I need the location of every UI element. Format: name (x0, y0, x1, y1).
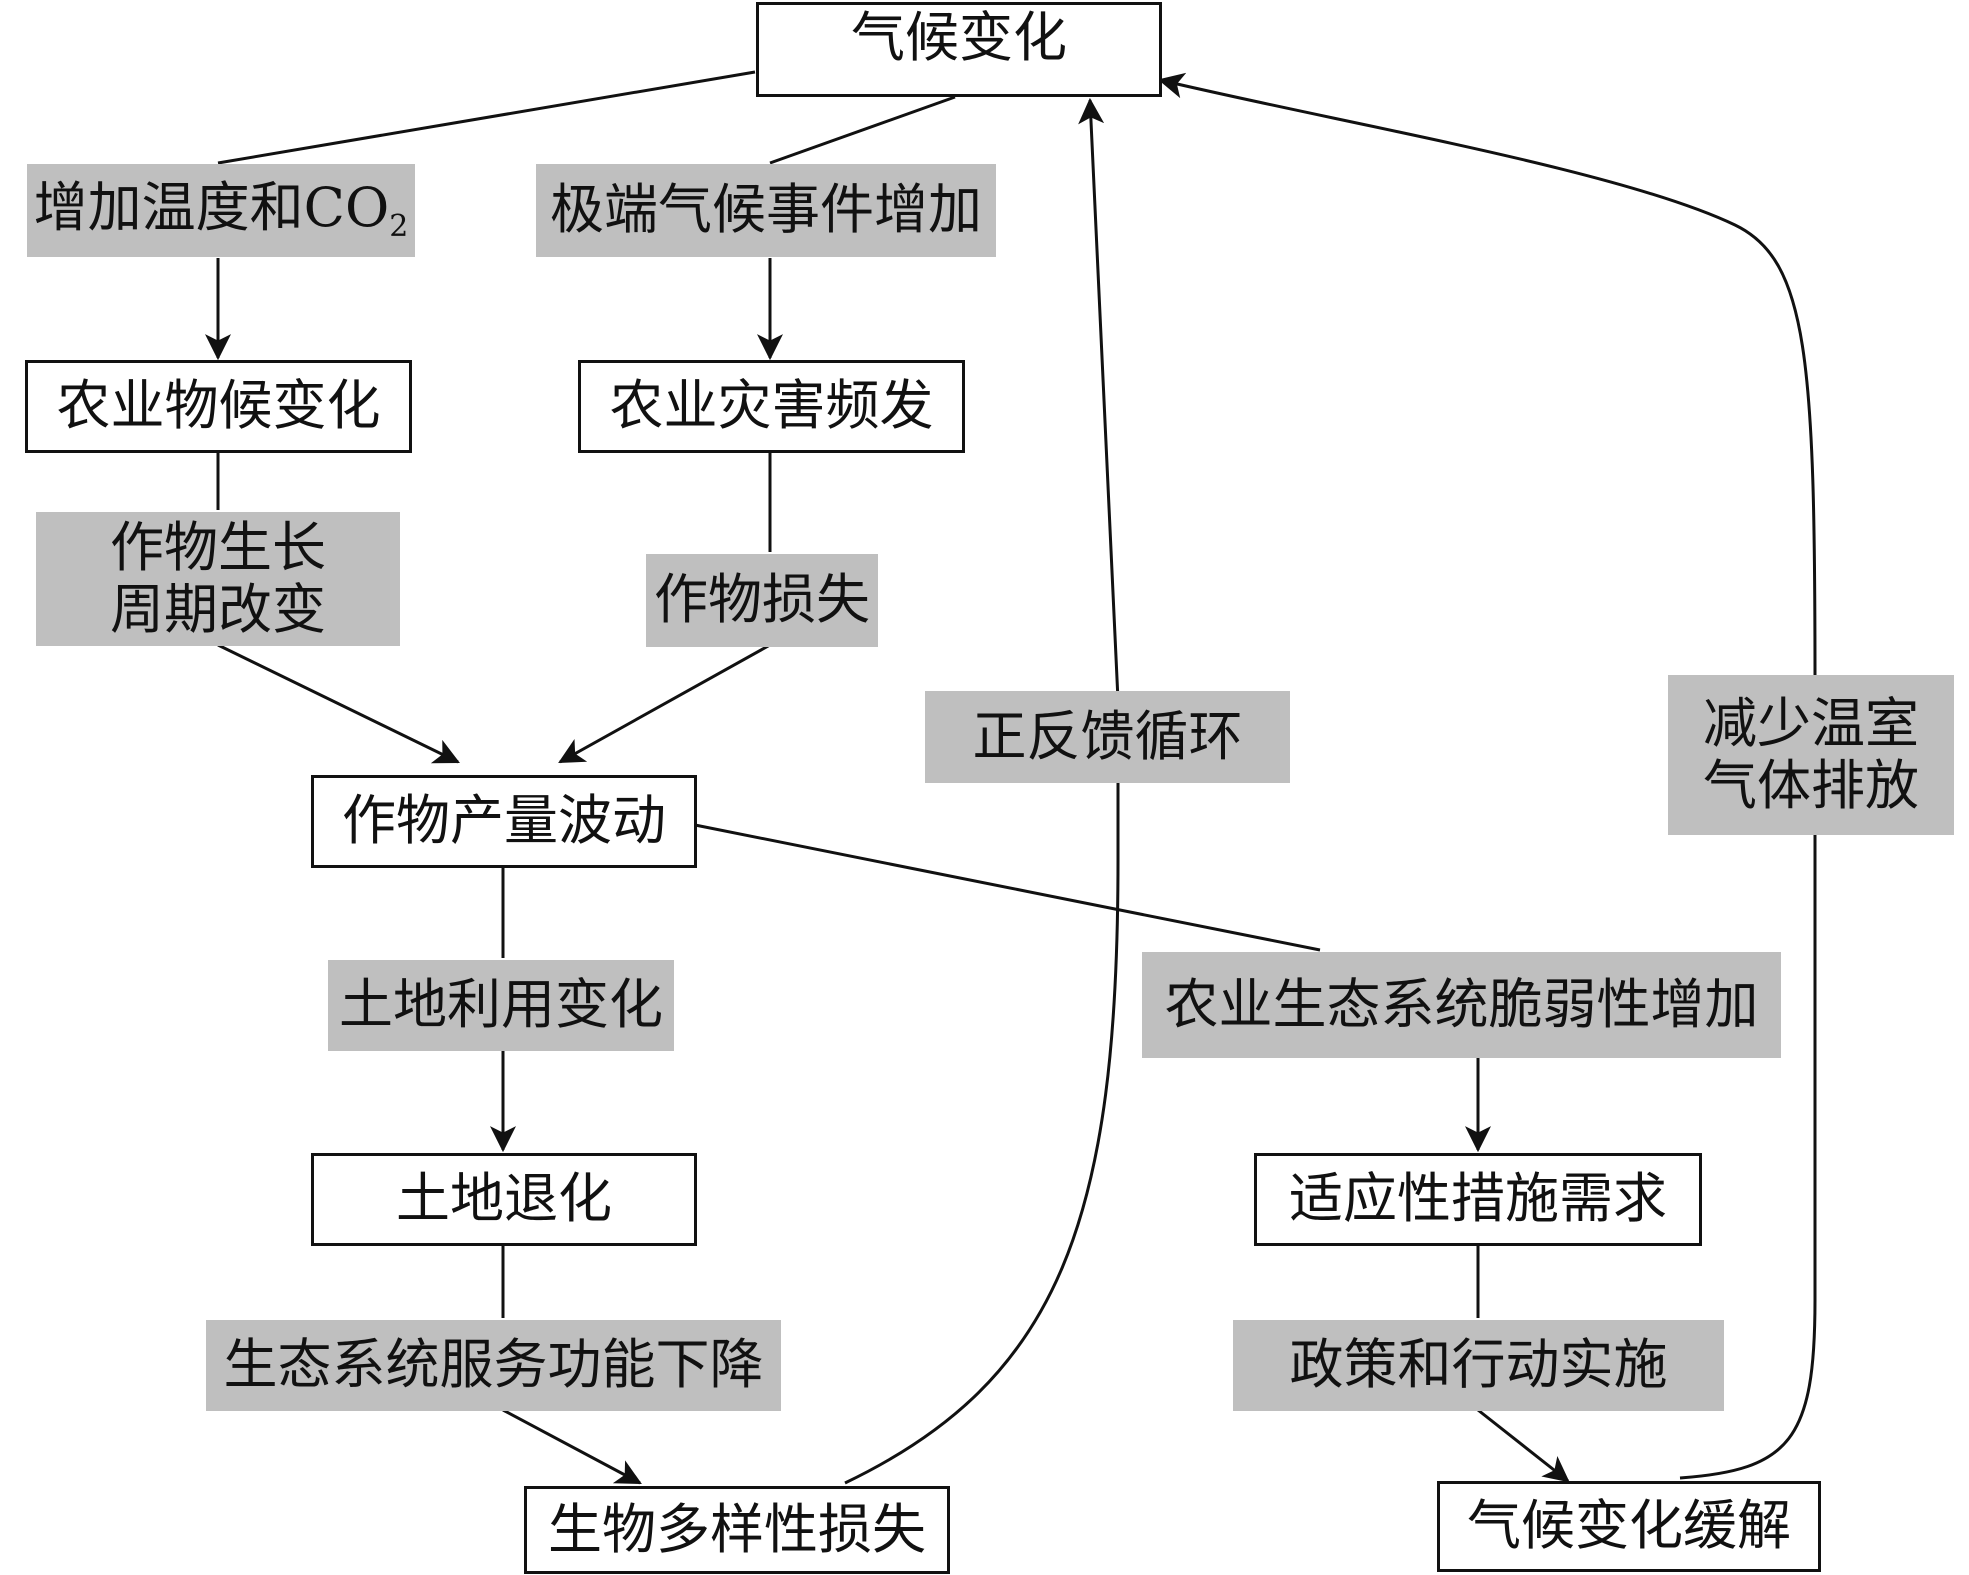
label-extreme-events: 极端气候事件增加 (536, 164, 996, 257)
label-ecosystem-service-decline-text: 生态系统服务功能下降 (223, 1333, 764, 1397)
label-land-use-change-text: 土地利用变化 (339, 973, 663, 1037)
edge-croploss-to-yield (558, 643, 771, 764)
node-mitigation-text: 气候变化缓解 (1467, 1494, 1791, 1558)
edge-policy-to-mitigation (1477, 1408, 1570, 1483)
label-positive-feedback-text: 正反馈循环 (972, 704, 1243, 768)
edge-ghg-reduction (1157, 72, 1817, 1480)
node-land-degradation: 土地退化 (311, 1153, 697, 1246)
edge-growth-to-yield (217, 643, 460, 764)
edge-positive-feedback (844, 97, 1120, 1485)
label-ghg-reduce: 减少温室 气体排放 (1668, 675, 1954, 835)
node-land-degradation-text: 土地退化 (396, 1167, 612, 1231)
node-adaptation-demand-text: 适应性措施需求 (1289, 1167, 1667, 1231)
edge-climate-to-extreme (769, 95, 956, 165)
node-climate-change: 气候变化 (756, 2, 1162, 97)
label-temp-co2-subscript: 2 (389, 208, 409, 244)
node-yield-fluctuation: 作物产量波动 (311, 775, 697, 868)
node-disaster-frequent-text: 农业灾害频发 (609, 374, 934, 438)
label-ghg-reduce-line1: 减少温室 (1703, 691, 1919, 755)
node-phenology-change-text: 农业物候变化 (56, 374, 381, 438)
label-temp-co2-text: 增加温度和CO2 (33, 175, 409, 245)
label-positive-feedback: 正反馈循环 (925, 691, 1290, 783)
label-ghg-reduce-line2: 气体排放 (1703, 754, 1919, 817)
label-temp-co2: 增加温度和CO2 (27, 164, 415, 257)
label-ecosystem-service-decline: 生态系统服务功能下降 (206, 1320, 781, 1411)
node-biodiversity-loss-text: 生物多样性损失 (548, 1497, 926, 1561)
node-biodiversity-loss: 生物多样性损失 (524, 1486, 950, 1574)
label-extreme-events-text: 极端气候事件增加 (550, 178, 982, 242)
label-vulnerability-increase: 农业生态系统脆弱性增加 (1142, 952, 1781, 1058)
label-vulnerability-increase-text: 农业生态系统脆弱性增加 (1164, 972, 1759, 1036)
label-land-use-change: 土地利用变化 (328, 960, 674, 1051)
node-yield-fluctuation-text: 作物产量波动 (342, 789, 666, 853)
label-policy-action-text: 政策和行动实施 (1289, 1333, 1668, 1397)
label-growth-cycle-line1: 作物生长 (110, 515, 326, 579)
label-temp-co2-main: 增加温度和CO (33, 175, 390, 239)
node-disaster-frequent: 农业灾害频发 (578, 360, 965, 453)
label-policy-action: 政策和行动实施 (1233, 1320, 1724, 1411)
edge-service-to-biodiversity (502, 1408, 642, 1485)
node-climate-change-text: 气候变化 (851, 6, 1067, 69)
label-crop-loss-text: 作物损失 (654, 568, 870, 632)
label-crop-loss: 作物损失 (646, 554, 878, 647)
label-growth-cycle: 作物生长 周期改变 (36, 512, 400, 646)
label-growth-cycle-line2: 周期改变 (110, 578, 326, 641)
edge-yield-to-vulnerability (694, 823, 1321, 952)
node-phenology-change: 农业物候变化 (25, 360, 412, 453)
edge-climate-to-temp (217, 70, 756, 165)
node-mitigation: 气候变化缓解 (1437, 1481, 1821, 1572)
node-adaptation-demand: 适应性措施需求 (1254, 1153, 1702, 1246)
